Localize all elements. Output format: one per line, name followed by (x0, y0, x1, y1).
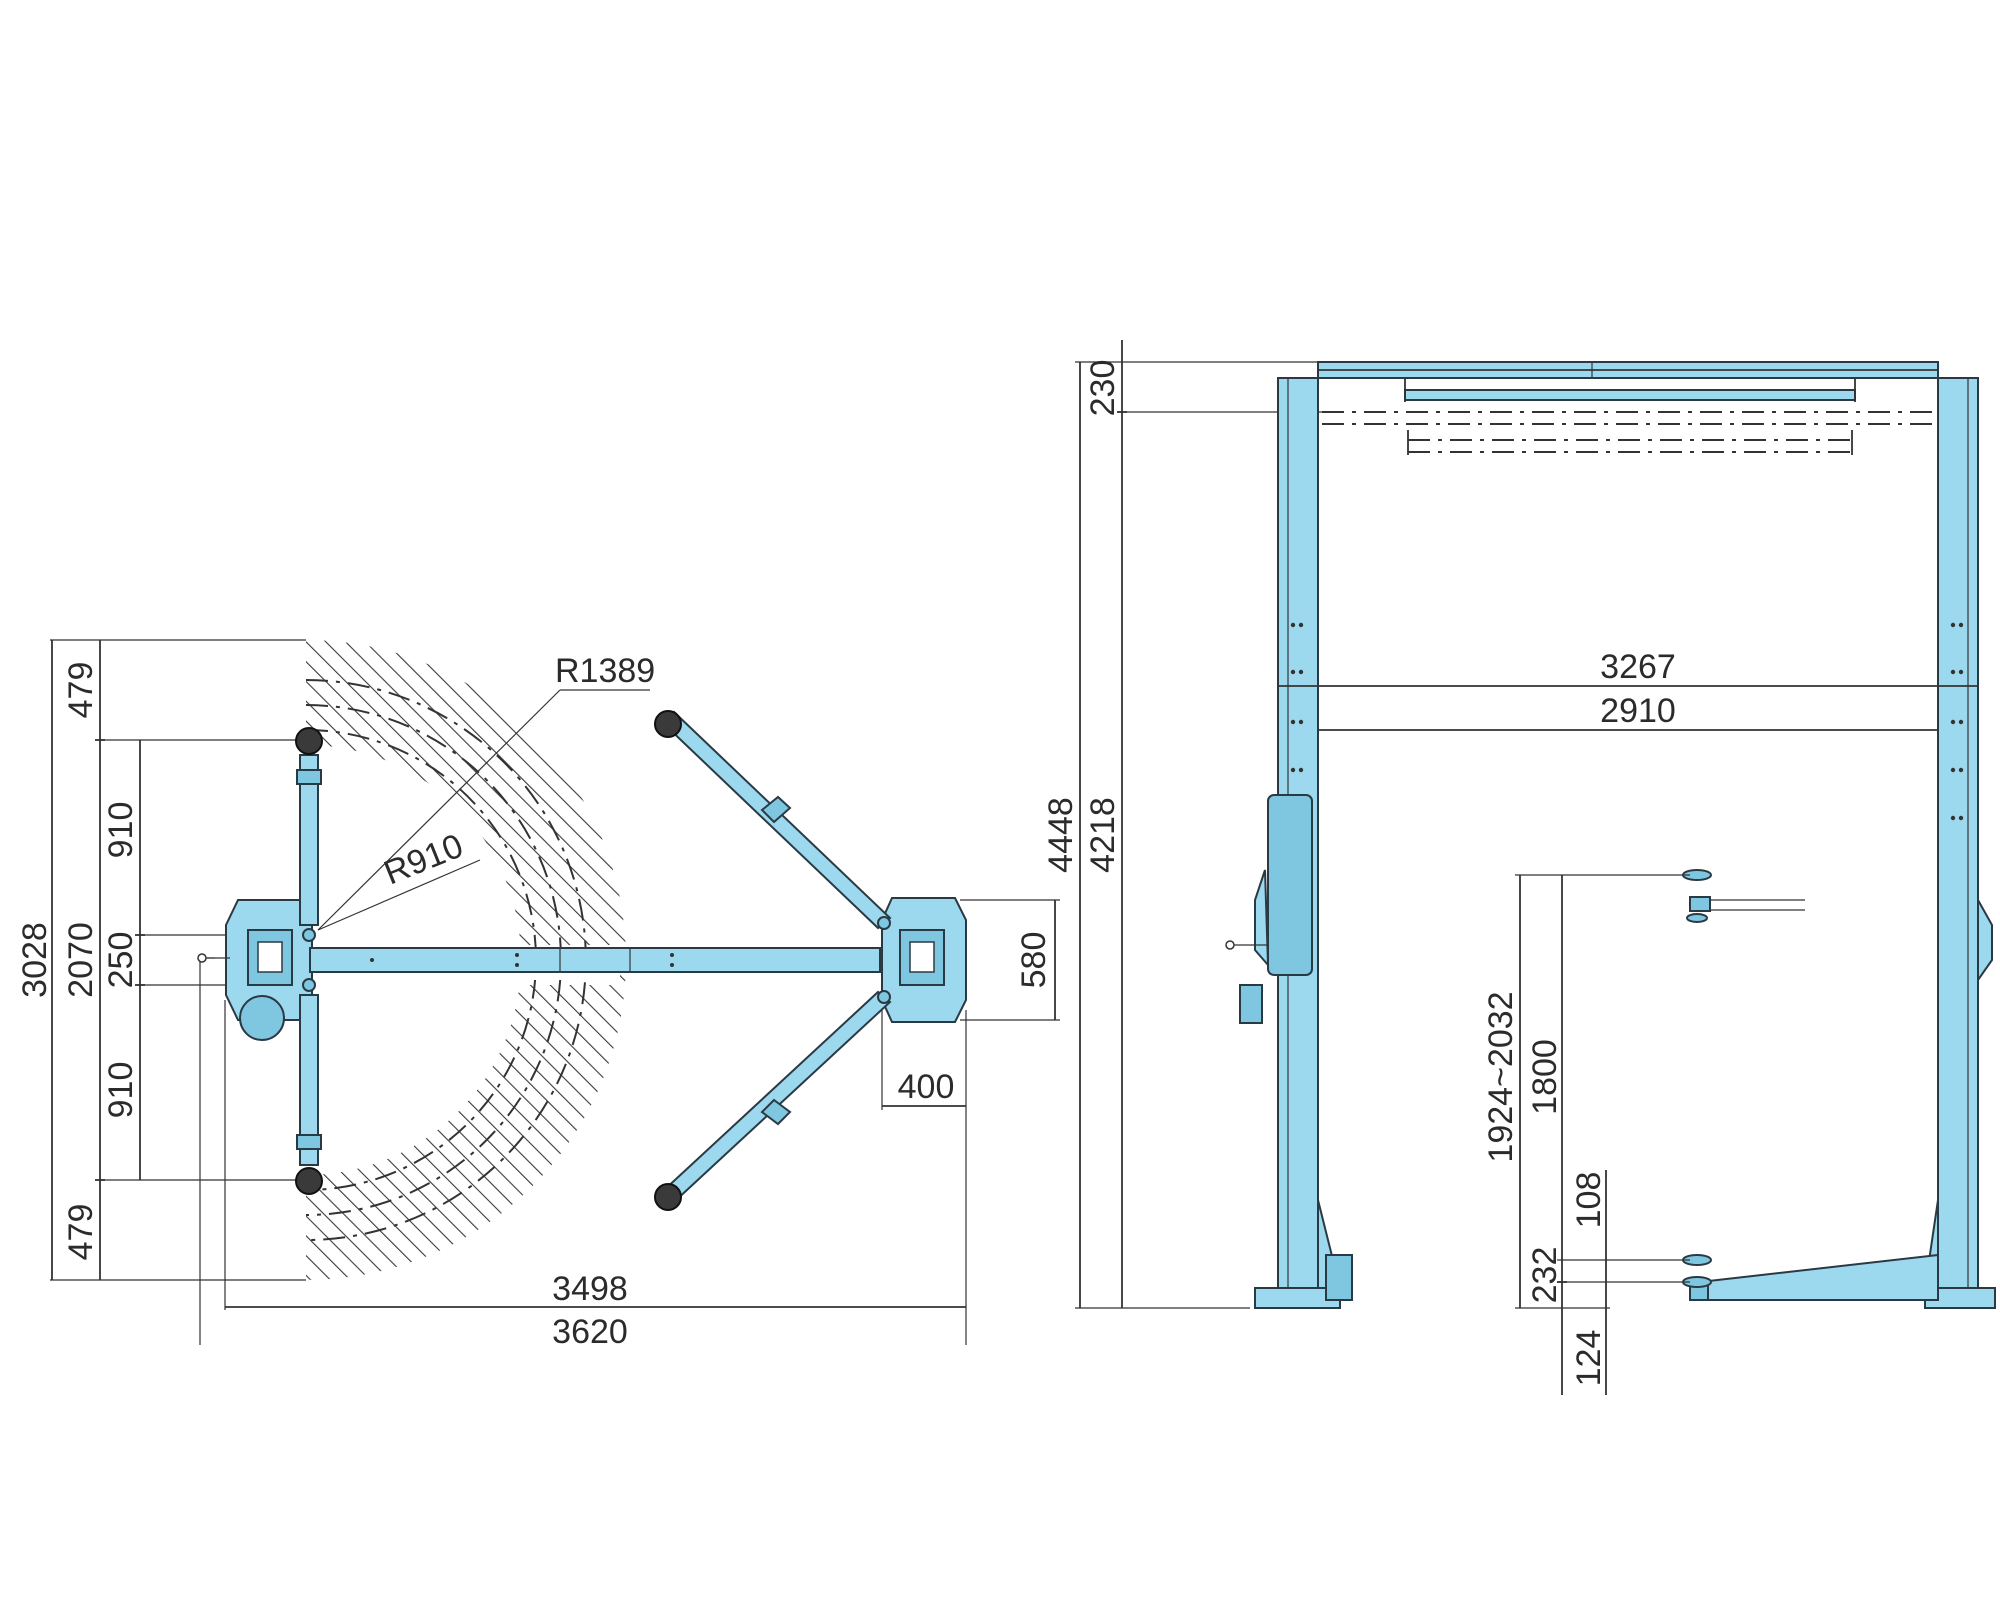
left-carriage-front (1267, 794, 1313, 976)
dim-479-bottom: 479 (62, 1204, 100, 1261)
dim-3620: 3620 (552, 1313, 628, 1351)
dim-1800: 1800 (1526, 1039, 1564, 1115)
arm-pad-top-left (295, 727, 323, 755)
r1389-leader (317, 689, 561, 931)
dim-4448: 4448 (1042, 797, 1080, 873)
arm-pad-top-right (654, 710, 682, 738)
top-crossbeam (309, 947, 881, 973)
front-view: 230 4448 4218 (1042, 340, 1996, 1395)
dim-400: 400 (898, 1068, 955, 1106)
dim-124: 124 (1570, 1330, 1608, 1387)
overhead-beam-lowered (1322, 411, 1938, 455)
dim-230: 230 (1084, 360, 1122, 417)
right-column-holes (1950, 622, 1964, 821)
power-unit (1239, 984, 1263, 1024)
dim-1924-2032: 1924~2032 (1482, 991, 1520, 1162)
right-arm-lower (660, 990, 892, 1204)
dim-4218: 4218 (1084, 797, 1122, 873)
dim-2910: 2910 (1600, 692, 1676, 730)
left-column-holes (1290, 622, 1304, 773)
arm-pad-bottom-left (295, 1167, 323, 1195)
top-view: 479 910 250 910 479 3028 2070 3498 3620 … (16, 639, 1060, 1351)
dim-2070: 2070 (62, 922, 100, 998)
dim-r910: R910 (379, 827, 469, 893)
left-column-foot (1254, 1287, 1341, 1309)
r910-leader (317, 859, 481, 931)
dim-3498: 3498 (552, 1270, 628, 1308)
dim-910-lower: 910 (102, 1062, 140, 1119)
right-column (1937, 377, 1979, 1309)
right-column-foot (1924, 1287, 1996, 1309)
left-dim-ticks (95, 739, 145, 1181)
dim-232: 232 (1526, 1247, 1564, 1304)
swing-area-hatch (306, 640, 626, 1280)
overhead-bar (1404, 389, 1856, 401)
motor (239, 995, 285, 1041)
left-arm-lower (299, 994, 319, 1166)
arm-pad-bottom-right (654, 1183, 682, 1211)
dim-250: 250 (102, 932, 140, 989)
dim-108: 108 (1570, 1172, 1608, 1229)
dim-3267: 3267 (1600, 648, 1676, 686)
lift-arm-lowered (1699, 1253, 1939, 1301)
control-box (1325, 1254, 1353, 1301)
dim-910-upper: 910 (102, 802, 140, 859)
dim-479-top: 479 (62, 662, 100, 719)
dim-3028: 3028 (16, 922, 54, 998)
dim-r1389: R1389 (555, 652, 655, 690)
dim-580: 580 (1015, 932, 1053, 989)
